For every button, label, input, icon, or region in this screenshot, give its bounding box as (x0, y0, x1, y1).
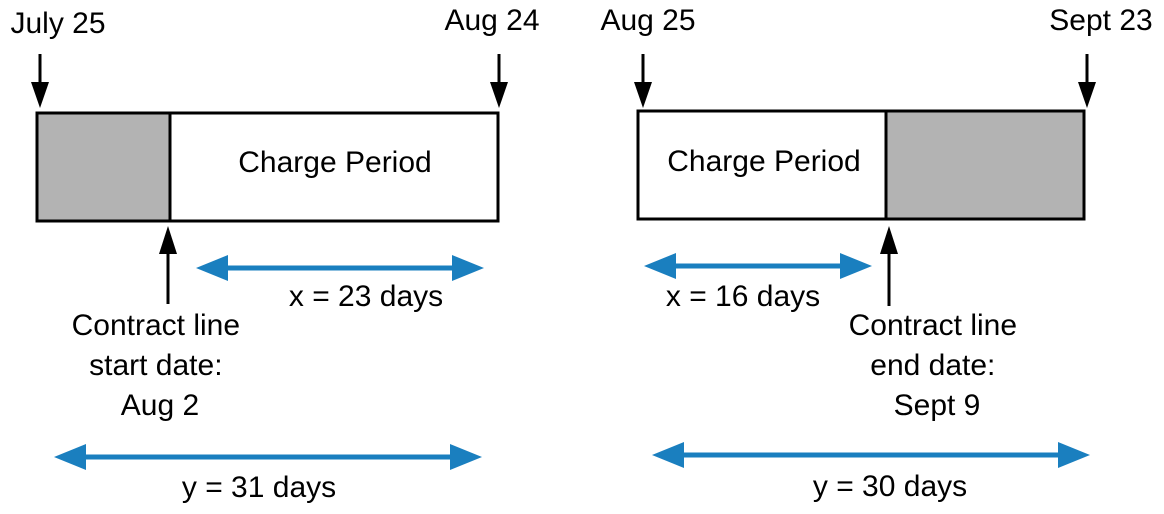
right-end-date-arrow (1078, 54, 1096, 108)
right-y-measure-arrow (652, 442, 1090, 468)
right-x-label: x = 16 days (666, 280, 820, 313)
right-x-measure-arrow (644, 253, 872, 279)
right-y-label: y = 30 days (813, 470, 967, 503)
left-x-measure-arrow (196, 255, 484, 281)
left-y-measure-arrow (54, 444, 482, 470)
left-contract-line-text-3: Aug 2 (121, 389, 199, 422)
left-x-label: x = 23 days (289, 280, 443, 313)
right-contract-line-text-1: Contract line (849, 309, 1017, 342)
right-panel: Aug 25 Sept 23 Charge Period Contract li… (600, 4, 1152, 503)
left-y-label: y = 31 days (182, 471, 336, 504)
right-contract-line-text-3: Sept 9 (894, 389, 981, 422)
left-contract-line-label: Contract line start date: Aug 2 (72, 309, 249, 422)
left-panel: July 25 Aug 24 Charge Period Contract li… (10, 4, 539, 504)
right-contract-line-text-2: end date: (870, 349, 995, 382)
left-excluded-segment (35, 111, 172, 223)
right-contract-line-label: Contract line end date: Sept 9 (849, 309, 1026, 422)
left-start-date-arrow (31, 54, 49, 108)
right-start-date: Aug 25 (600, 4, 695, 37)
right-charge-period-box (636, 109, 888, 221)
left-end-date: Aug 24 (444, 4, 539, 37)
left-contract-line-text-1: Contract line (72, 309, 240, 342)
right-contract-line-arrow (880, 226, 898, 306)
left-contract-line-arrow (159, 226, 177, 304)
right-excluded-segment (884, 109, 1086, 221)
left-charge-period-box (168, 111, 500, 223)
right-charge-period-label: Charge Period (667, 145, 860, 178)
right-start-date-arrow (634, 54, 652, 108)
left-end-date-arrow (490, 54, 508, 108)
right-end-date: Sept 23 (1049, 4, 1152, 37)
left-start-date: July 25 (10, 7, 105, 40)
left-contract-line-text-2: start date: (89, 349, 222, 382)
left-charge-period-label: Charge Period (238, 146, 431, 179)
